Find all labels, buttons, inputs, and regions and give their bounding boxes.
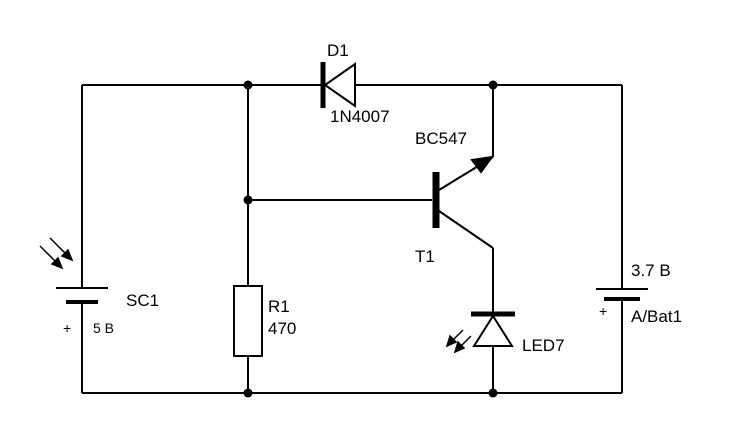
led-ref-label: LED7	[522, 336, 565, 355]
resistor-value-label: 470	[268, 319, 296, 338]
junction-dot	[243, 388, 253, 398]
battery-ref-label: A/Bat1	[631, 307, 682, 326]
junction-dot	[243, 80, 253, 90]
diode-part-label: 1N4007	[330, 107, 390, 126]
transistor-arrow-icon	[470, 155, 495, 174]
transistor-emitter-lead	[438, 210, 494, 249]
led-triangle	[472, 314, 514, 347]
resistor-ref-label: R1	[268, 297, 290, 316]
diode-ref-label: D1	[327, 41, 349, 60]
solar-cell-voltage-label: 5 B	[93, 320, 114, 336]
solar-cell-plus-sign: +	[63, 320, 71, 336]
solar-cell-sc1	[39, 237, 108, 304]
led-light-rays-icon	[445, 329, 472, 354]
resistor-r1	[233, 285, 263, 357]
diode-d1	[320, 62, 356, 108]
battery-plus-sign: +	[599, 303, 607, 319]
junction-dot	[488, 388, 498, 398]
wires	[81, 84, 623, 394]
transistor-part-label: BC547	[415, 129, 467, 148]
junction-dot	[243, 195, 253, 205]
led-led7	[445, 311, 515, 354]
transistor-t1	[432, 155, 495, 249]
junctions	[243, 80, 498, 398]
junction-dot	[488, 80, 498, 90]
transistor-ref-label: T1	[415, 247, 435, 266]
diode-triangle	[323, 62, 356, 108]
light-rays-icon	[39, 237, 74, 270]
battery-abat1	[596, 288, 648, 301]
solar-cell-ref-label: SC1	[126, 291, 159, 310]
battery-voltage-label: 3.7 B	[631, 261, 671, 280]
